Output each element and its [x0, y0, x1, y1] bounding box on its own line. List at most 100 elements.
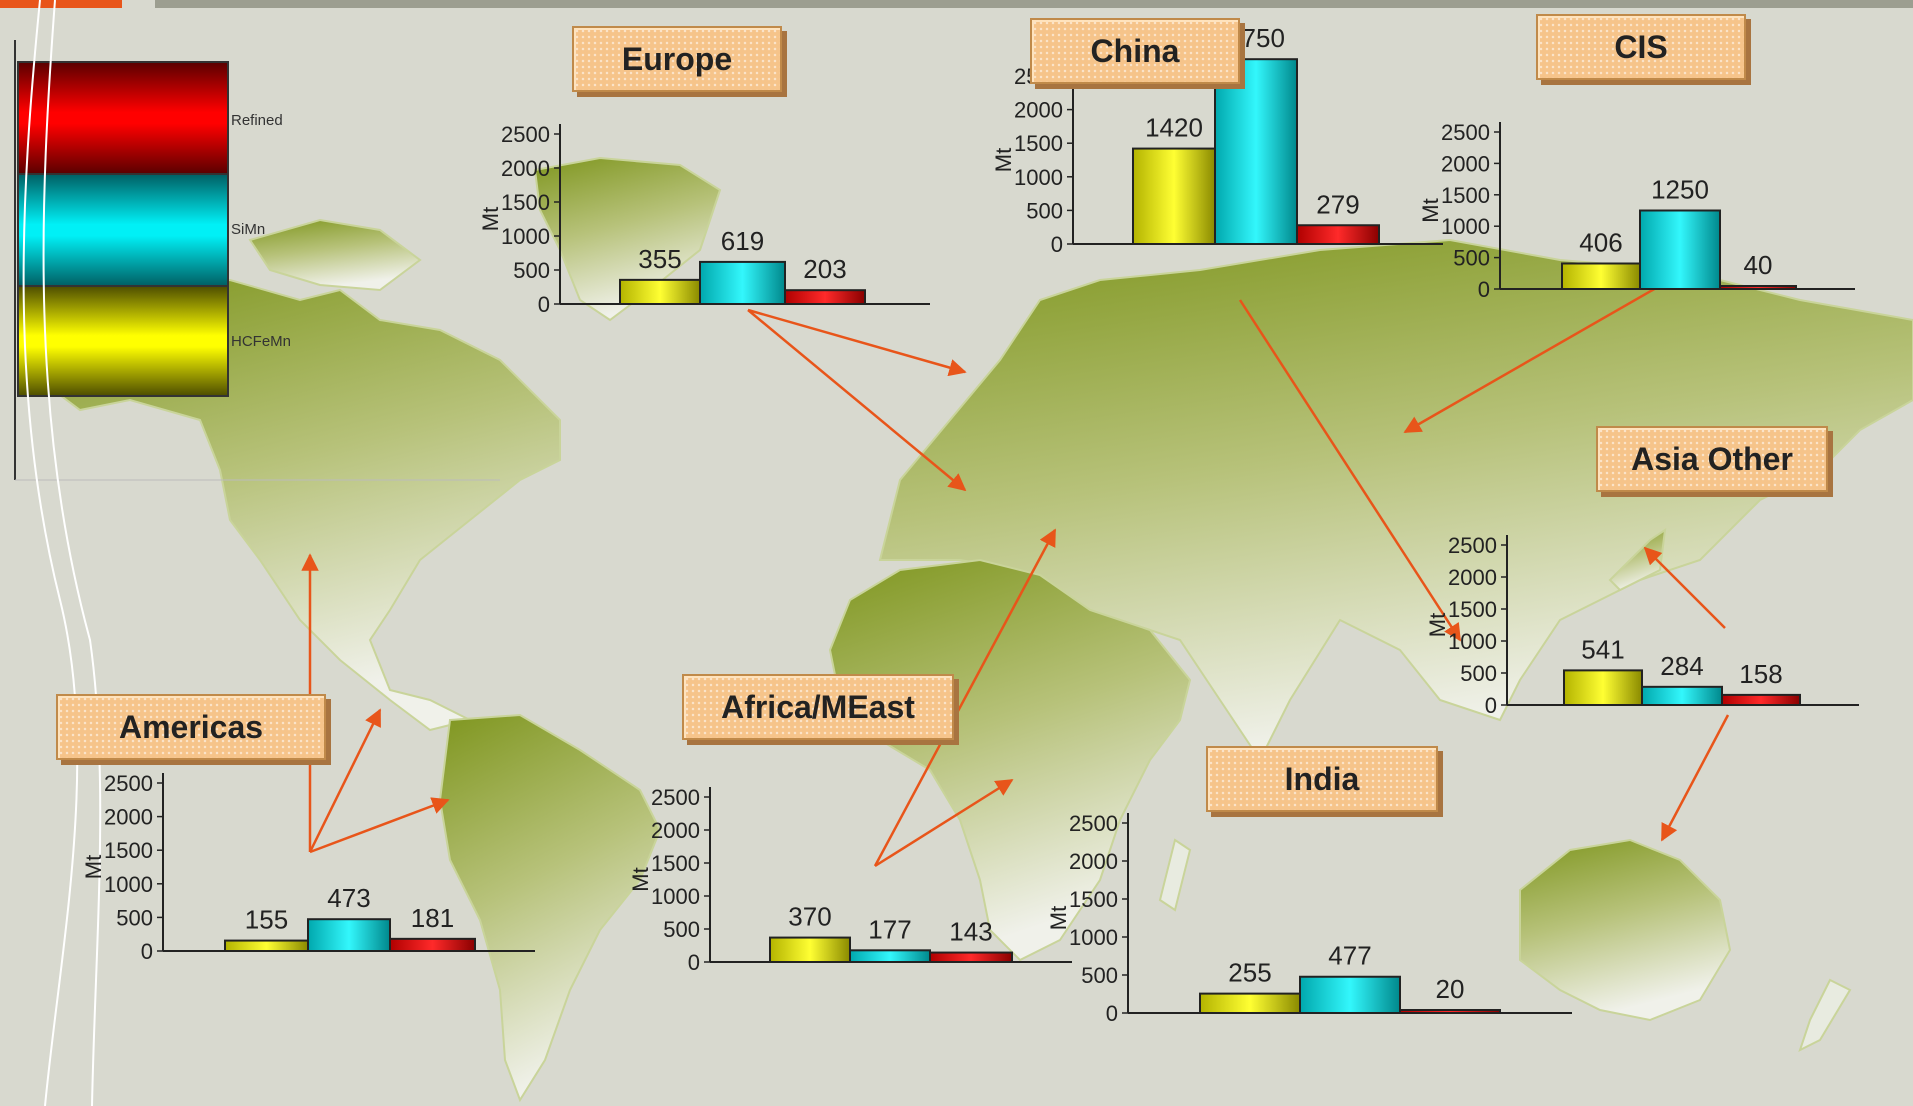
y-tick-label-americas: 0 — [141, 939, 153, 964]
bar-americas-refined — [389, 937, 476, 952]
bar-cis-simn — [1639, 209, 1721, 290]
y-tick-label-india: 2500 — [1069, 811, 1118, 836]
data-label-asia-other-refined: 158 — [1739, 659, 1782, 689]
y-tick-label-asia-other: 2000 — [1448, 565, 1497, 590]
legend-swatch-refined — [17, 61, 229, 175]
y-tick-label-china: 2000 — [1014, 98, 1063, 123]
madagascar-shape — [1158, 838, 1192, 912]
y-tick-label-europe: 2000 — [501, 156, 550, 181]
data-label-cis-refined: 40 — [1744, 250, 1773, 280]
legend-label-simn: SiMn — [231, 221, 265, 238]
y-tick-label-india: 0 — [1106, 1001, 1118, 1026]
region-title-americas: Americas — [56, 694, 326, 760]
data-label-cis-simn: 1250 — [1651, 175, 1709, 205]
data-label-europe-hcfemn: 355 — [638, 244, 681, 274]
y-tick-label-cis: 2500 — [1441, 120, 1490, 145]
y-tick-label-india: 1500 — [1069, 887, 1118, 912]
y-tick-label-china: 500 — [1026, 198, 1063, 223]
arrow-china — [1238, 299, 1462, 642]
y-tick-label-asia-other: 1500 — [1448, 597, 1497, 622]
bar-africa-simn — [849, 949, 931, 963]
y-tick-label-cis: 2000 — [1441, 151, 1490, 176]
arrow-europe-north — [747, 308, 967, 377]
bar-cis-hcfemn — [1561, 262, 1641, 291]
data-label-africa-hcfemn: 370 — [788, 902, 831, 932]
y-tick-label-americas: 2000 — [104, 805, 153, 830]
y-tick-label-americas: 1000 — [104, 872, 153, 897]
arrow-americas-south — [309, 797, 450, 854]
legend-label-hcfemn: HCFeMn — [231, 333, 291, 350]
y-tick-label-cis: 0 — [1478, 277, 1490, 302]
legend-swatch-simn — [17, 173, 229, 287]
region-title-asia-other: Asia Other — [1596, 426, 1828, 492]
top-accent-bar — [0, 0, 122, 8]
legend: Refined SiMn HCFeMn — [14, 40, 500, 481]
y-tick-label-asia-other: 2500 — [1448, 533, 1497, 558]
data-label-india-hcfemn: 255 — [1228, 958, 1271, 988]
y-tick-label-africa: 2500 — [651, 785, 700, 810]
region-title-europe: Europe — [572, 26, 782, 92]
bar-asia-other-simn — [1641, 685, 1723, 706]
japan-shape — [1608, 527, 1667, 592]
data-label-india-simn: 477 — [1328, 941, 1371, 971]
y-tick-label-europe: 1000 — [501, 224, 550, 249]
bar-india-simn — [1299, 975, 1401, 1014]
y-axis-label-china: Mt — [991, 148, 1016, 172]
y-tick-label-china: 0 — [1051, 232, 1063, 257]
australia-shape — [1519, 838, 1732, 1022]
data-label-americas-refined: 181 — [411, 903, 454, 933]
region-title-china: China — [1030, 18, 1240, 84]
data-label-india-refined: 20 — [1436, 974, 1465, 1004]
arctic-islands-shape — [248, 218, 422, 292]
bar-europe-simn — [699, 260, 786, 305]
y-tick-label-india: 1000 — [1069, 925, 1118, 950]
y-axis-label-americas: Mt — [81, 855, 106, 879]
data-label-asia-other-simn: 284 — [1660, 651, 1703, 681]
y-tick-label-cis: 1000 — [1441, 214, 1490, 239]
y-tick-label-africa: 2000 — [651, 818, 700, 843]
bar-americas-simn — [307, 918, 391, 953]
bar-africa-refined — [929, 951, 1013, 964]
decorative-curve-2 — [42, 0, 102, 1106]
arrow-europe-south — [747, 309, 967, 492]
world-map — [28, 156, 1913, 1103]
europe-asia-shape — [878, 238, 1913, 762]
data-label-africa-refined: 143 — [949, 917, 992, 947]
y-axis-label-europe: Mt — [478, 207, 503, 231]
y-tick-label-cis: 500 — [1453, 246, 1490, 271]
bar-africa-hcfemn — [769, 936, 851, 964]
bar-americas-hcfemn — [224, 939, 309, 952]
data-label-americas-hcfemn: 155 — [245, 905, 288, 935]
y-tick-label-europe: 2500 — [501, 122, 550, 147]
y-tick-label-asia-other: 500 — [1460, 661, 1497, 686]
arrow-asia-other-australia — [1660, 714, 1730, 842]
decorative-curve — [22, 0, 79, 1106]
y-tick-label-europe: 0 — [538, 292, 550, 317]
bar-india-refined — [1399, 1009, 1501, 1014]
south-america-shape — [438, 713, 662, 1103]
bar-asia-other-refined — [1721, 693, 1801, 707]
arrow-americas-central — [308, 708, 382, 853]
data-label-americas-simn: 473 — [327, 883, 370, 913]
y-tick-label-india: 2000 — [1069, 849, 1118, 874]
region-title-india: India — [1206, 746, 1438, 812]
arrow-africa-south — [874, 778, 1014, 868]
data-label-china-refined: 279 — [1316, 189, 1359, 219]
y-tick-label-africa: 500 — [663, 917, 700, 942]
arrow-cis — [1403, 278, 1671, 434]
region-title-africa-meast: Africa/MEast — [682, 674, 954, 740]
y-tick-label-africa: 0 — [688, 950, 700, 975]
region-title-cis: CIS — [1536, 14, 1746, 80]
y-tick-label-africa: 1500 — [651, 851, 700, 876]
y-tick-label-cis: 1500 — [1441, 183, 1490, 208]
chart-china: 05001000150020002500Mt14202750279 — [991, 23, 1443, 257]
bar-asia-other-hcfemn — [1563, 669, 1643, 706]
bar-cis-refined — [1719, 285, 1797, 290]
bar-europe-refined — [784, 289, 866, 306]
y-axis-label-africa: Mt — [628, 867, 653, 891]
y-tick-label-europe: 500 — [513, 258, 550, 283]
